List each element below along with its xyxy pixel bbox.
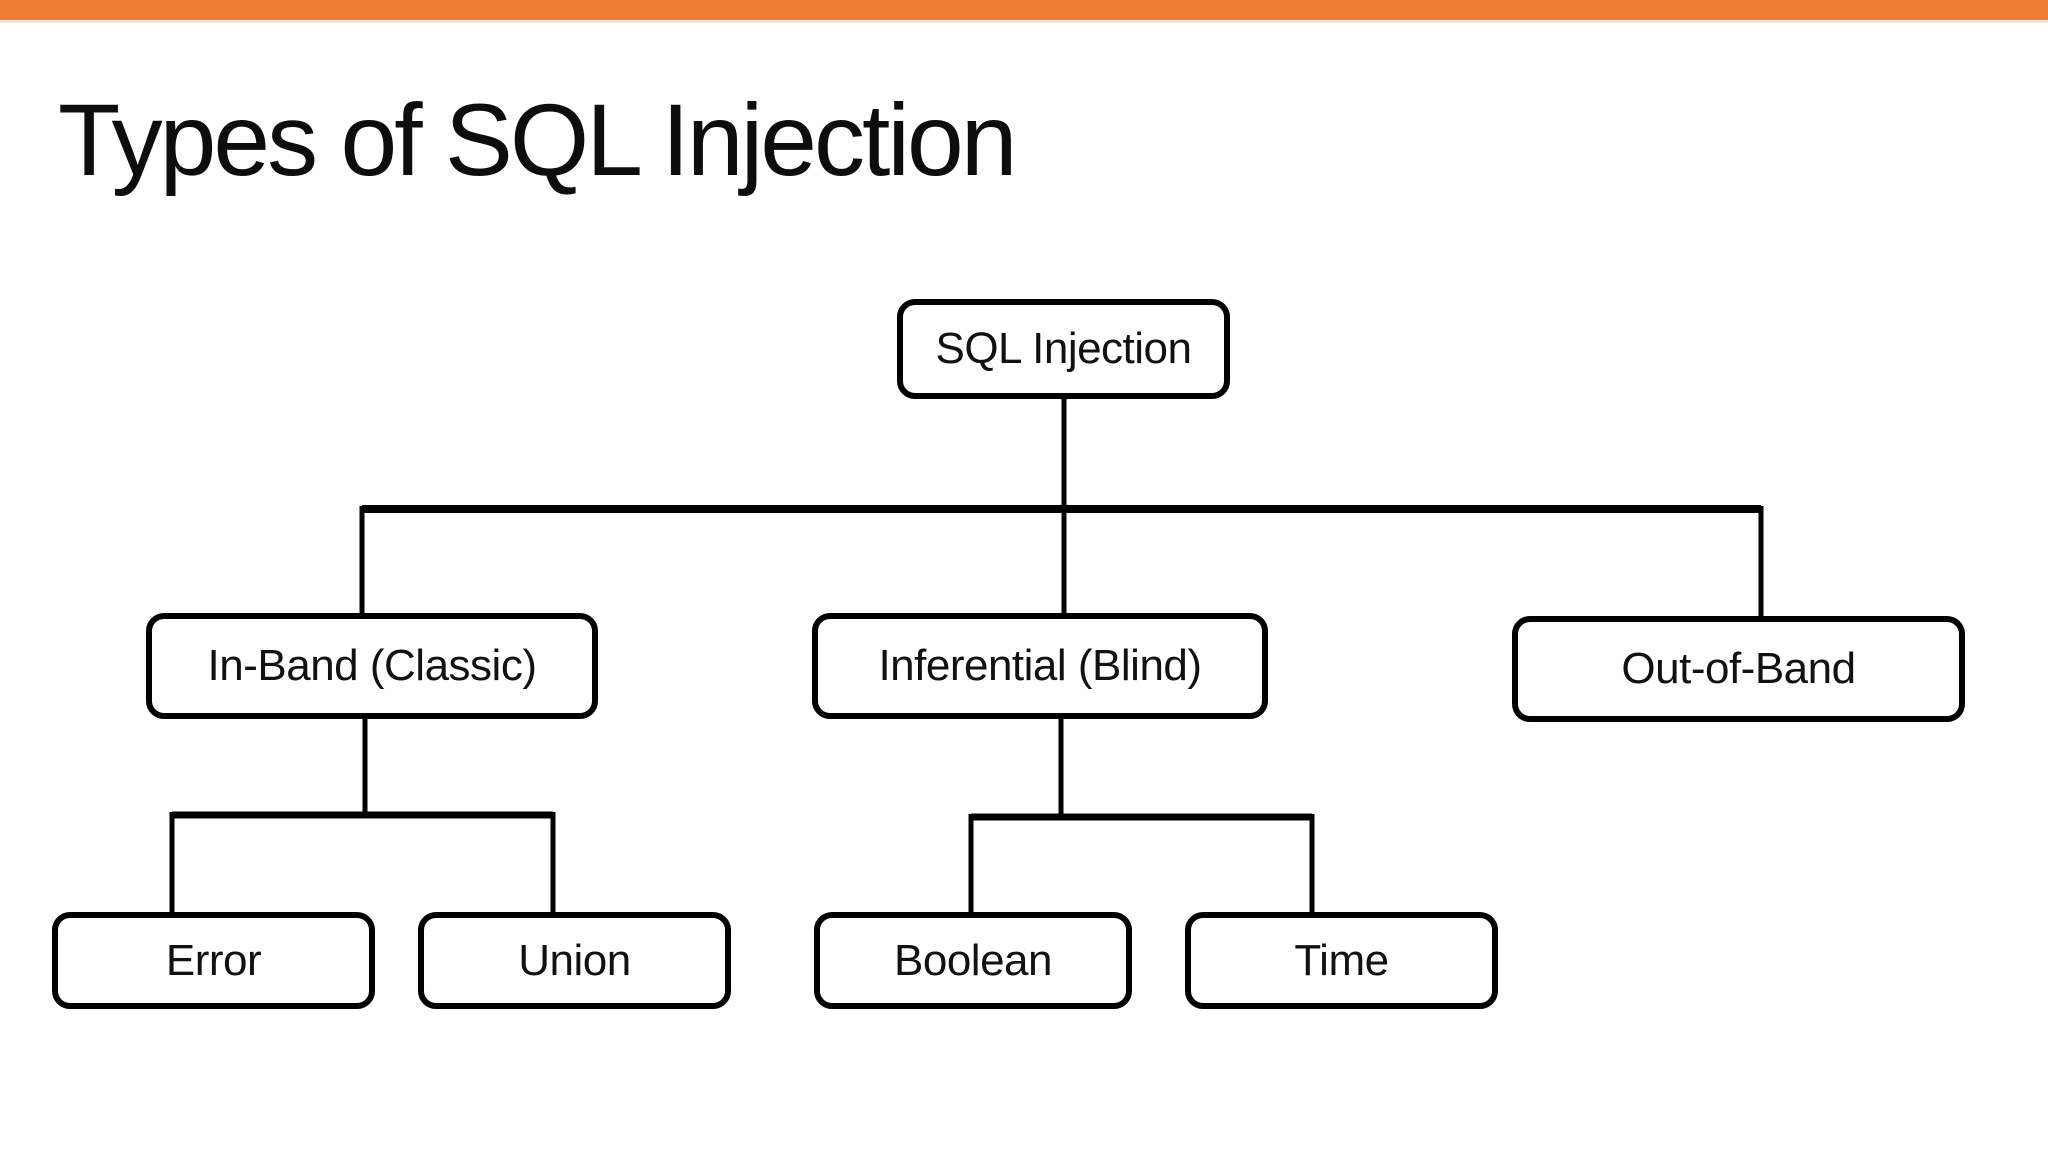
node-out-of-band: Out-of-Band — [1512, 616, 1965, 722]
node-inferential-blind-label: Inferential (Blind) — [878, 641, 1202, 690]
accent-bar — [0, 0, 2048, 20]
node-in-band-classic-label: In-Band (Classic) — [207, 641, 537, 690]
node-inferential-blind: Inferential (Blind) — [812, 613, 1268, 719]
node-error: Error — [52, 912, 375, 1009]
page-title: Types of SQL Injection — [58, 83, 1017, 197]
node-union-label: Union — [518, 935, 631, 985]
node-boolean: Boolean — [814, 912, 1132, 1009]
node-union: Union — [418, 912, 731, 1009]
node-sql-injection: SQL Injection — [897, 299, 1230, 399]
node-in-band-classic: In-Band (Classic) — [146, 613, 598, 719]
node-boolean-label: Boolean — [894, 935, 1052, 985]
node-time-label: Time — [1294, 935, 1389, 985]
node-sql-injection-label: SQL Injection — [935, 324, 1192, 373]
node-error-label: Error — [165, 935, 262, 985]
accent-bar-underline — [0, 20, 2048, 23]
node-out-of-band-label: Out-of-Band — [1621, 644, 1856, 693]
node-time: Time — [1185, 912, 1498, 1009]
